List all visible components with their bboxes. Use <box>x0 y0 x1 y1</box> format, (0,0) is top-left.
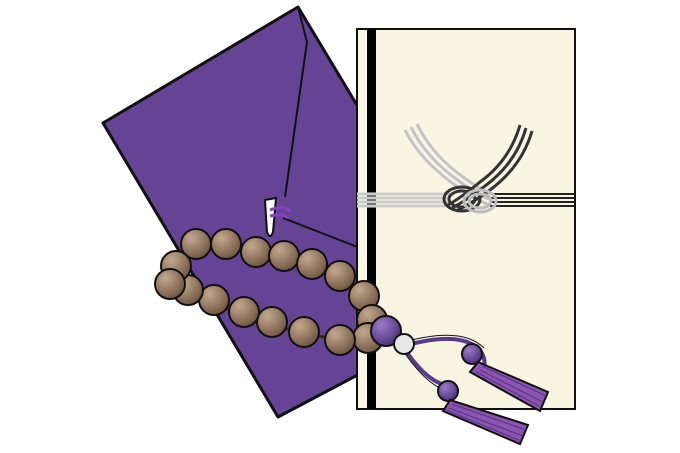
juzu-tassel-2 <box>437 380 530 446</box>
fukusa-clasp-thread-icon <box>269 206 291 220</box>
juzu-bead <box>228 296 260 328</box>
fukusa-fold-line <box>284 6 309 198</box>
juzu-bead <box>256 306 288 338</box>
juzu-bead <box>240 236 272 268</box>
mizuhiki-cord <box>357 123 575 214</box>
juzu-tassel-1 <box>461 343 550 413</box>
juzu-bead <box>296 248 328 280</box>
juzu-bead <box>154 268 186 300</box>
juzu-prayer-beads <box>154 228 550 446</box>
juzu-bead <box>210 228 242 260</box>
juzu-bead-ring <box>154 228 388 356</box>
juzu-bead <box>324 324 356 356</box>
mizuhiki-knot-icon <box>442 185 498 214</box>
juzu-bead <box>324 260 356 292</box>
juzu-bead <box>268 240 300 272</box>
envelope-black-band <box>367 29 376 409</box>
juzu-white-bead <box>393 333 415 355</box>
juzu-bead <box>288 316 320 348</box>
fukusa-fold-line-2 <box>282 217 361 249</box>
juzu-main-bead <box>370 315 402 347</box>
mizuhiki-right-band <box>490 193 575 207</box>
